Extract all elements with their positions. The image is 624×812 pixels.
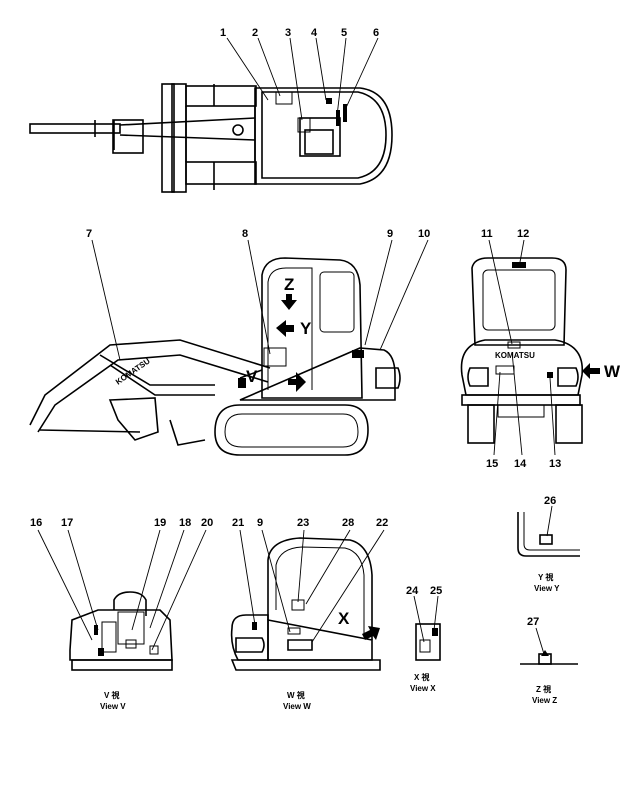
view-v-drawing <box>69 591 173 671</box>
view-x-leaders <box>413 595 439 643</box>
side-view-leaders <box>91 239 429 361</box>
view-y-drawing <box>517 512 580 557</box>
view-marker-w: W <box>604 362 621 381</box>
callout-1: 1 <box>220 27 226 39</box>
callout-25: 25 <box>430 585 442 597</box>
callout-21: 21 <box>232 517 244 529</box>
callout-4: 4 <box>311 27 318 39</box>
view-z-leader <box>535 627 545 655</box>
callout-9-view-w: 9 <box>257 517 263 529</box>
callout-18: 18 <box>179 517 191 529</box>
view-marker-y-side: Y <box>300 319 312 338</box>
view-x-kanji-caption: X 視 <box>414 672 430 682</box>
view-z-drawing <box>520 650 578 665</box>
view-x-drawing <box>415 623 441 661</box>
callout-9: 9 <box>387 228 393 240</box>
callout-24: 24 <box>406 585 419 597</box>
callout-13: 13 <box>549 458 561 470</box>
callout-2: 2 <box>252 27 258 39</box>
rear-view-machine: KOMATSU <box>460 257 600 444</box>
callout-5: 5 <box>341 27 347 39</box>
callout-10: 10 <box>418 228 430 240</box>
callout-17: 17 <box>61 517 73 529</box>
view-w-drawing <box>230 537 381 671</box>
callout-6: 6 <box>373 27 379 39</box>
side-view-machine <box>29 257 401 456</box>
callout-27: 27 <box>527 616 539 628</box>
callout-8: 8 <box>242 228 248 240</box>
callout-14: 14 <box>514 458 527 470</box>
view-z-caption: View Z <box>532 696 557 705</box>
rear-view-leaders <box>488 239 556 456</box>
callout-22: 22 <box>376 517 388 529</box>
callout-15: 15 <box>486 458 498 470</box>
callout-12: 12 <box>517 228 529 240</box>
rear-decal: KOMATSU <box>495 351 535 360</box>
callout-23: 23 <box>297 517 309 529</box>
callout-20: 20 <box>201 517 213 529</box>
view-y-kanji-caption: Y 視 <box>538 572 553 582</box>
top-view-leaders <box>226 37 379 121</box>
callout-7: 7 <box>86 228 92 240</box>
view-v-caption: View V <box>100 702 126 711</box>
view-x-caption: View X <box>410 684 436 693</box>
view-z-kanji-caption: Z 視 <box>536 684 551 694</box>
view-w-caption: View W <box>283 702 311 711</box>
view-y-caption: View Y <box>534 584 560 593</box>
callout-16: 16 <box>30 517 42 529</box>
view-marker-z: Z <box>284 275 294 294</box>
callout-3: 3 <box>285 27 291 39</box>
view-y-leader <box>546 505 553 537</box>
view-w-leaders <box>239 529 385 643</box>
view-v-leaders <box>37 529 207 651</box>
view-marker-v: V <box>246 367 258 386</box>
callout-11: 11 <box>481 228 493 240</box>
view-w-kanji-caption: W 視 <box>287 690 305 700</box>
view-v-kanji-caption: V 視 <box>104 690 120 700</box>
callout-19: 19 <box>154 517 166 529</box>
callout-26: 26 <box>544 495 556 507</box>
top-view-machine <box>29 83 393 193</box>
view-marker-x: X <box>338 609 350 628</box>
callout-28: 28 <box>342 517 354 529</box>
